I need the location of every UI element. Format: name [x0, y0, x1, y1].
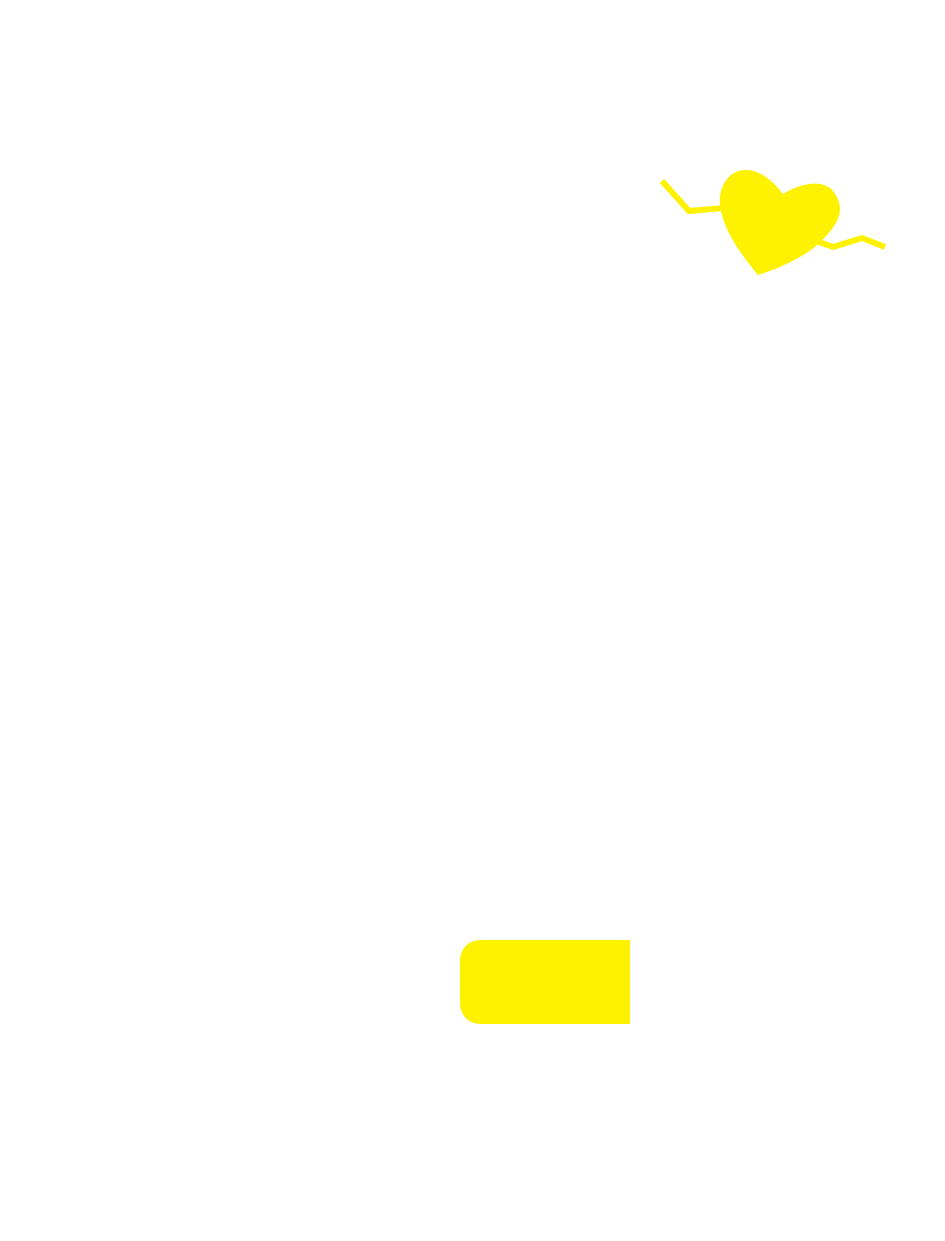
heart-with-arrow-icon: [659, 169, 887, 275]
heart-shape: [719, 169, 840, 275]
yellow-tab: [460, 940, 630, 1024]
